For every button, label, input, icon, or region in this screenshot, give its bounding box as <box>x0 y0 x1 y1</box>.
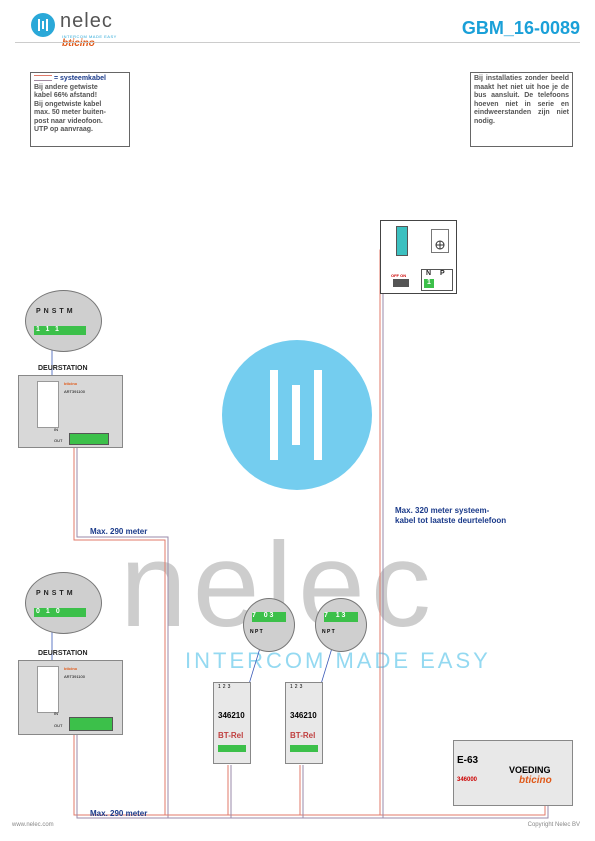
distance-label-2: Max. 290 meter <box>90 809 148 818</box>
max-system-label-2: kabel tot laatste deurtelefoon <box>395 516 507 525</box>
in-terminal-label: IN <box>54 711 58 716</box>
door-station-1-label: DEURSTATION <box>38 365 88 372</box>
bus-note: Bij installaties zonder beeld maakt het … <box>470 72 573 147</box>
power-supply: E-63 VOEDING 346000 bticino <box>453 740 573 806</box>
header-divider <box>15 42 580 43</box>
door-station-2-zoom: PNSTM 010 <box>25 572 102 634</box>
legend-row: = systeemkabel <box>34 75 126 84</box>
handset-2-zoom: 7 1 3 N P T <box>315 598 367 652</box>
n-label: N <box>426 270 432 277</box>
footer-url: www.nelec.com <box>12 822 54 828</box>
handset-pins: N P T <box>250 629 263 635</box>
camera-module <box>37 666 59 713</box>
system-cable-swatch <box>34 75 52 82</box>
off-on-label: OFF ON <box>391 273 407 278</box>
handset-setting: 7 0 3 <box>252 612 286 622</box>
door-station-2-label: DEURSTATION <box>38 650 88 657</box>
note-line: UTP op aanvraag. <box>34 126 94 133</box>
np-value: 1 <box>424 279 434 288</box>
supply-brand: bticino <box>519 775 552 786</box>
camera-module <box>37 381 59 428</box>
watermark-tagline: INTERCOM MADE EASY <box>185 648 491 673</box>
note-line: Bij ongetwiste kabel <box>34 100 102 108</box>
out-terminal-label: OUT <box>54 723 63 728</box>
note-line: max. 50 meter buiten- <box>34 109 106 116</box>
supply-code: E-63 <box>457 755 479 766</box>
handset-pins: N P T <box>322 629 335 635</box>
np-jumper: N P 1 <box>421 269 453 291</box>
footer-copyright: Copyright Nelec BV <box>527 822 580 828</box>
dip-switches: 111 <box>34 326 86 335</box>
module-model: ART391100 <box>64 389 85 394</box>
nelec-logo-icon <box>30 12 56 43</box>
zoom-pin-labels: PNSTM <box>36 590 76 597</box>
dip-switches: 010 <box>34 608 86 617</box>
module-tag: BT-Rel <box>218 731 244 740</box>
note-line: post naar videofoon. <box>34 117 103 125</box>
note-line: Bij andere getwiste <box>34 83 98 91</box>
brand-partner: bticino <box>62 38 95 49</box>
brand-name: nelec <box>60 10 113 32</box>
handset-module-2: 123 346210 BT-Rel <box>285 682 323 764</box>
terminal-block <box>69 433 109 445</box>
note-line: kabel 66% afstand! <box>34 92 98 99</box>
module-brand: bticino <box>64 666 78 671</box>
legend-label: = systeemkabel <box>54 75 106 82</box>
document-code: GBM_16-0089 <box>461 18 580 38</box>
module-brand: bticino <box>64 381 78 386</box>
module-model: 346210 <box>290 711 317 720</box>
in-terminal-label: IN <box>54 427 58 432</box>
terminal-numbers: 123 <box>290 684 305 690</box>
module-model: 346210 <box>218 711 245 720</box>
cable-note: = systeemkabel Bij andere getwiste kabel… <box>30 72 130 147</box>
module-tag: BT-Rel <box>290 731 316 740</box>
door-station-1-zoom: PNSTM 111 <box>25 290 102 352</box>
settings-icon <box>431 229 449 253</box>
terminal-numbers: 123 <box>218 684 233 690</box>
top-video-module: OFF ON N P 1 <box>380 220 457 294</box>
out-terminal-label: OUT <box>54 438 63 443</box>
brand-tagline: INTERCOM MADE EASY <box>62 34 117 39</box>
handset-setting: 7 1 3 <box>324 612 358 622</box>
distance-label-1: Max. 290 meter <box>90 527 148 536</box>
module-model: ART391100 <box>64 674 85 679</box>
door-station-1: bticino ART391100 IN OUT <box>18 375 123 448</box>
terminal-block <box>69 717 113 731</box>
terminal-block <box>218 745 246 752</box>
zoom-pin-labels: PNSTM <box>36 308 76 315</box>
terminal-block <box>290 745 318 752</box>
supply-model: 346000 <box>457 777 478 783</box>
door-station-2: bticino ART391100 IN OUT <box>18 660 123 735</box>
max-system-label-1: Max. 320 meter systeem- <box>395 506 490 515</box>
handset-1-zoom: 7 0 3 N P T <box>243 598 295 652</box>
handset-module-1: 123 346210 BT-Rel <box>213 682 251 764</box>
off-on-switch[interactable] <box>393 279 409 287</box>
p-label: P <box>440 270 445 277</box>
supply-label: VOEDING <box>509 765 551 775</box>
bus-connector <box>396 226 408 256</box>
